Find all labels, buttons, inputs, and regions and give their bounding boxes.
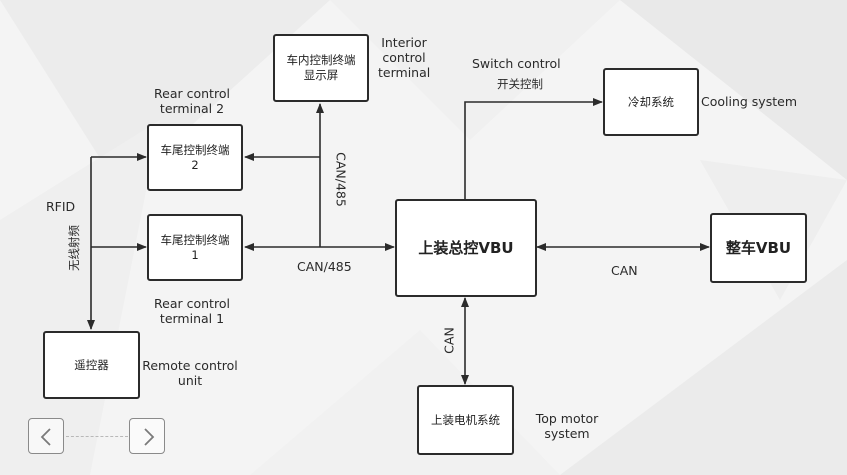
nav-progress-divider	[66, 436, 128, 437]
vehicle-vbu-box: 整车VBU	[710, 213, 807, 283]
switch-control-en-label: Switch control	[472, 56, 561, 71]
cooling-label: Cooling system	[701, 94, 797, 109]
rear2-label: Rear control terminal 2	[154, 86, 230, 116]
chevron-right-icon	[144, 428, 155, 446]
rear-terminal-2-box: 车尾控制终端 2	[147, 124, 243, 191]
chevron-left-icon	[40, 428, 51, 446]
interior-label: Interior control terminal	[378, 35, 431, 80]
top-motor-box: 上装电机系统	[417, 385, 514, 455]
can-motor-label: CAN	[441, 327, 457, 354]
remote-control-box: 遥控器	[43, 331, 140, 399]
cooling-system-box: 冷却系统	[603, 68, 699, 136]
switch-control-cn-label: 开关控制	[497, 77, 543, 91]
rfid-label: RFID	[46, 199, 76, 214]
main-vbu-box: 上装总控VBU	[395, 199, 537, 297]
prev-button[interactable]	[28, 418, 64, 454]
next-button[interactable]	[129, 418, 165, 454]
rear1-label: Rear control terminal 1	[154, 296, 230, 326]
rear-terminal-1-box: 车尾控制终端 1	[147, 214, 243, 281]
switch-control-line	[464, 98, 603, 199]
can-vehicle-label: CAN	[611, 263, 638, 278]
interior-terminal-box: 车内控制终端 显示屏	[273, 34, 369, 102]
can485-vertical-label: CAN/485	[333, 152, 349, 207]
wireless-rf-label: 无线射频	[67, 225, 81, 271]
can485-horizontal-label: CAN/485	[297, 259, 352, 274]
top-motor-label: Top motor system	[535, 411, 599, 441]
remote-label: Remote control unit	[142, 358, 238, 388]
